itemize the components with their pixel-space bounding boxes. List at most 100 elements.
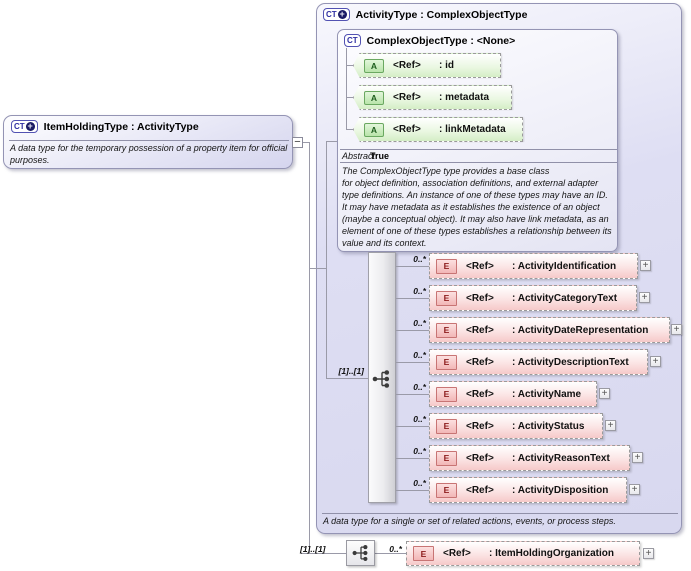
element-occurs: 0..*	[413, 478, 426, 488]
activity-type-annotation: A data type for a single or set of relat…	[323, 516, 616, 526]
element-ref: <Ref>	[466, 324, 494, 336]
element-name: : ItemHoldingOrganization	[489, 548, 614, 559]
connector-line	[301, 553, 346, 554]
collapse-icon[interactable]: −	[292, 137, 303, 148]
attribute-icon: A	[364, 90, 384, 105]
element-occurs: 0..*	[413, 318, 426, 328]
element-name: : ActivityDisposition	[512, 484, 609, 496]
connector-line	[396, 266, 429, 267]
element-name: : ActivityDescriptionText	[512, 356, 629, 368]
complex-type-icon: CT +	[323, 8, 350, 21]
element-occurs: 0..*	[413, 414, 426, 424]
connector-line	[346, 129, 353, 130]
element-occurs: 0..*	[413, 382, 426, 392]
footer-separator	[322, 513, 678, 514]
connector-line	[396, 362, 429, 363]
activity-type-title: ActivityType : ComplexObjectType	[355, 8, 528, 21]
element-name: : ActivityCategoryText	[512, 292, 618, 304]
element-activity-reason-text[interactable]: E <Ref> : ActivityReasonText	[429, 445, 630, 471]
element-occurs: 0..*	[413, 286, 426, 296]
element-activity-description-text[interactable]: E <Ref> : ActivityDescriptionText	[429, 349, 648, 375]
connector-line	[375, 553, 406, 554]
facet-separator	[340, 149, 617, 150]
element-name: : ActivityStatus	[512, 420, 585, 432]
attribute-ref: <Ref>	[393, 92, 421, 103]
sequence-cardinality: [1]..[1]	[338, 366, 365, 376]
expand-icon[interactable]: +	[629, 484, 640, 495]
element-icon: E	[413, 546, 434, 561]
attribute-link-metadata[interactable]: A <Ref> : linkMetadata	[353, 117, 523, 142]
element-ref: <Ref>	[466, 484, 494, 496]
complex-object-type-header: CT ComplexObjectType : <None>	[344, 34, 515, 47]
element-ref: <Ref>	[466, 292, 494, 304]
item-holding-type-box: CT + ItemHoldingType : ActivityType A da…	[3, 115, 293, 169]
element-icon: E	[436, 258, 457, 274]
element-ref: <Ref>	[443, 548, 471, 559]
element-ref: <Ref>	[466, 260, 494, 272]
complex-object-type-title: ComplexObjectType : <None>	[366, 34, 516, 47]
expand-icon[interactable]: +	[643, 548, 654, 559]
element-name: : ActivityName	[512, 388, 582, 400]
connector-line	[346, 97, 353, 98]
attribute-icon: A	[364, 58, 384, 73]
item-holding-type-title: ItemHoldingType : ActivityType	[43, 120, 199, 133]
header-separator	[9, 140, 289, 141]
element-item-holding-organization[interactable]: E <Ref> : ItemHoldingOrganization	[406, 541, 640, 566]
expand-icon[interactable]: +	[632, 452, 643, 463]
activity-type-header: CT + ActivityType : ComplexObjectType	[323, 8, 527, 21]
connector-line	[303, 142, 309, 143]
element-occurs: 0..*	[413, 254, 426, 264]
connector-line	[326, 141, 337, 142]
element-ref: <Ref>	[466, 356, 494, 368]
connector-line	[396, 458, 429, 459]
attribute-name: : id	[439, 60, 454, 71]
element-ref: <Ref>	[466, 388, 494, 400]
connector-line	[396, 330, 429, 331]
element-ref: <Ref>	[466, 420, 494, 432]
item-holding-type-description: A data type for the temporary possession…	[10, 143, 288, 165]
element-icon: E	[436, 482, 457, 498]
element-icon: E	[436, 450, 457, 466]
plus-badge: +	[337, 9, 347, 19]
plus-badge: +	[25, 121, 35, 131]
abstract-value: True	[370, 151, 390, 161]
element-icon: E	[436, 418, 457, 434]
expand-icon[interactable]: +	[599, 388, 610, 399]
sequence-compositor	[346, 540, 375, 566]
attribute-id[interactable]: A <Ref> : id	[353, 53, 501, 78]
element-occurs: 0..*	[413, 446, 426, 456]
connector-line	[396, 426, 429, 427]
expand-icon[interactable]: +	[639, 292, 650, 303]
expand-icon[interactable]: +	[650, 356, 661, 367]
element-occurs: 0..*	[413, 350, 426, 360]
attribute-ref: <Ref>	[393, 124, 421, 135]
expand-icon[interactable]: +	[605, 420, 616, 431]
element-ref: <Ref>	[466, 452, 494, 464]
sequence-icon	[372, 370, 390, 388]
element-name: : ActivityReasonText	[512, 452, 610, 464]
element-activity-identification[interactable]: E <Ref> : ActivityIdentification	[429, 253, 638, 279]
attribute-metadata[interactable]: A <Ref> : metadata	[353, 85, 512, 110]
element-name: : ActivityIdentification	[512, 260, 617, 272]
expand-icon[interactable]: +	[671, 324, 682, 335]
connector-line	[396, 490, 429, 491]
element-icon: E	[436, 354, 457, 370]
element-activity-date-representation[interactable]: E <Ref> : ActivityDateRepresentation	[429, 317, 670, 343]
element-activity-disposition[interactable]: E <Ref> : ActivityDisposition	[429, 477, 627, 503]
attribute-ref: <Ref>	[393, 60, 421, 71]
complex-type-icon: CT +	[11, 120, 38, 133]
element-activity-status[interactable]: E <Ref> : ActivityStatus	[429, 413, 603, 439]
element-icon: E	[436, 386, 457, 402]
connector-line	[346, 48, 347, 130]
attribute-name: : metadata	[439, 92, 490, 103]
complex-type-icon: CT	[344, 34, 361, 47]
element-activity-name[interactable]: E <Ref> : ActivityName	[429, 381, 597, 407]
element-activity-category-text[interactable]: E <Ref> : ActivityCategoryText	[429, 285, 637, 311]
connector-line	[309, 268, 326, 269]
sequence-icon	[352, 545, 367, 561]
expand-icon[interactable]: +	[640, 260, 651, 271]
sequence-cardinality: [1]..[1]	[300, 544, 326, 554]
element-occurs: 0..*	[389, 544, 402, 554]
connector-line	[346, 65, 353, 66]
